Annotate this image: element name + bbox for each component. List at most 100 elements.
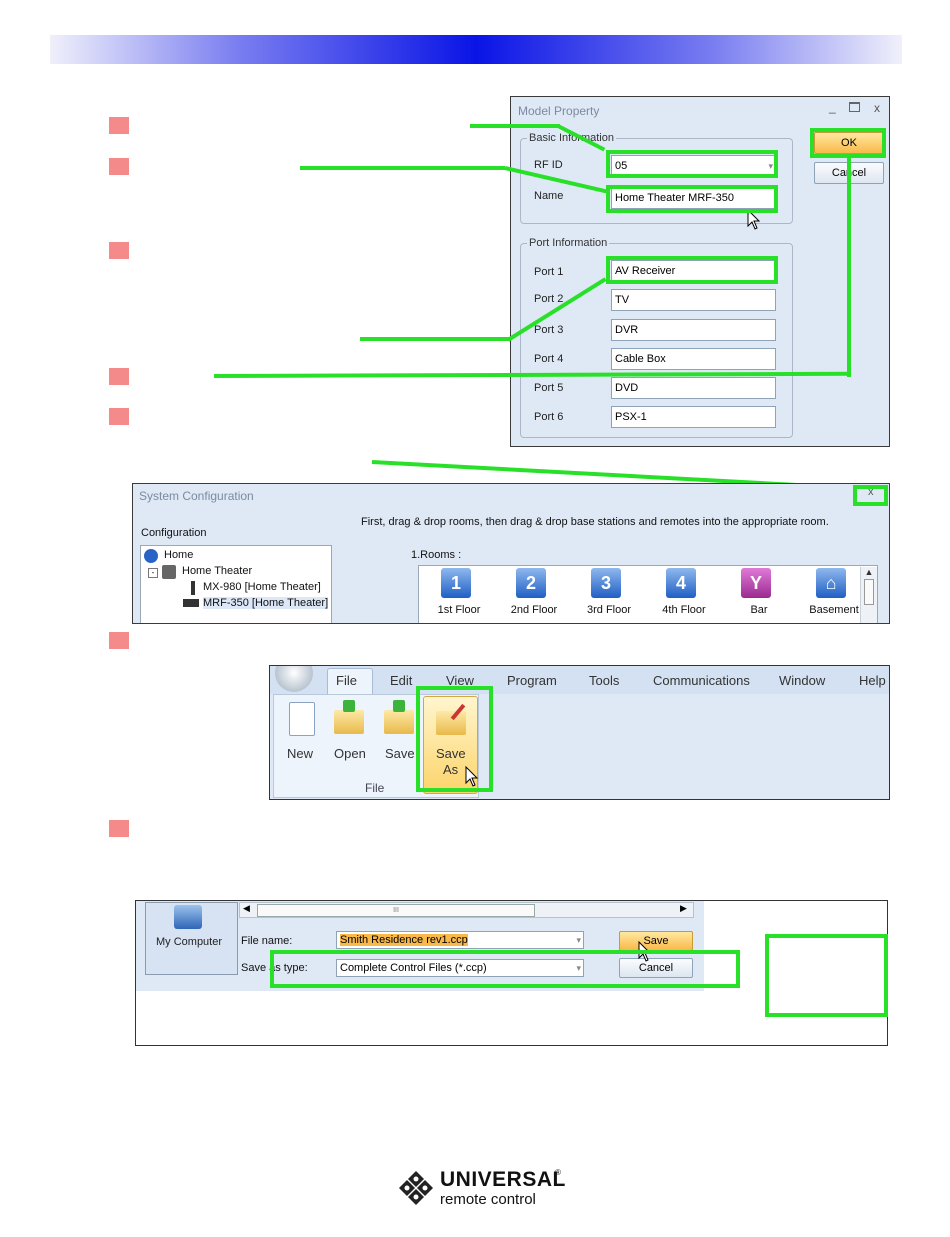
header-gradient-bar — [50, 35, 902, 64]
instruction-text: First, drag & drop rooms, then drag & dr… — [361, 516, 829, 528]
name-label: Name — [534, 190, 564, 202]
computer-icon — [174, 905, 202, 929]
horizontal-scrollbar[interactable]: ◀ III ▶ — [239, 902, 694, 918]
connector-line — [847, 156, 851, 377]
new-button[interactable]: New — [287, 746, 314, 761]
brand-subtitle: remote control — [440, 1191, 536, 1208]
minimize-icon[interactable]: _ — [829, 100, 836, 114]
step-bullet-4 — [109, 368, 129, 385]
room-tile[interactable]: Y — [741, 568, 777, 598]
file-name-value: Smith Residence rev1.ccp — [340, 934, 468, 946]
room-tile[interactable]: 4 — [666, 568, 702, 598]
room-icon: 2 — [516, 568, 546, 598]
save-button[interactable]: Save — [385, 746, 415, 761]
config-tree: Home - Home Theater MX-980 [Home Theater… — [140, 545, 332, 623]
base-station-icon — [183, 599, 199, 607]
step-bullet-2 — [109, 158, 129, 175]
port-input[interactable]: PSX-1 — [611, 406, 776, 428]
new-icon — [289, 702, 315, 736]
highlight-ok — [810, 128, 886, 158]
tab-communications[interactable]: Communications — [653, 673, 750, 688]
tab-program[interactable]: Program — [507, 673, 557, 688]
port-input[interactable]: TV — [611, 289, 776, 311]
tree-item-room[interactable]: Home Theater — [182, 565, 253, 577]
highlight-note-box — [765, 934, 888, 1017]
port-label: Port 1 — [534, 266, 564, 278]
tab-edit[interactable]: Edit — [390, 673, 413, 688]
save-type-select[interactable]: Complete Control Files (*.ccp) ▾ — [336, 959, 584, 977]
save-button[interactable]: Save — [619, 931, 693, 951]
tree-item-home[interactable]: Home — [164, 549, 194, 561]
config-label: Configuration — [141, 527, 207, 539]
ribbon-tab-bar — [270, 666, 889, 694]
save-as-label-2: As — [443, 762, 459, 777]
tab-file[interactable]: File — [336, 673, 357, 688]
registered-mark: ® — [555, 1168, 561, 1177]
vertical-scrollbar[interactable]: ▲ — [860, 567, 877, 623]
tree-item-device[interactable]: MX-980 [Home Theater] — [203, 581, 321, 593]
scroll-thumb[interactable]: III — [257, 904, 535, 917]
port-input[interactable]: DVR — [611, 319, 776, 341]
room-icon — [162, 565, 176, 579]
system-config-window: System Configuration x Configuration Fir… — [132, 483, 890, 624]
room-tile[interactable]: ⌂ — [816, 568, 852, 598]
save-icon — [384, 710, 414, 734]
file-name-input[interactable]: Smith Residence rev1.ccp ▾ — [336, 931, 584, 949]
tab-view[interactable]: View — [446, 673, 474, 688]
home-icon — [144, 549, 158, 563]
rfid-label: RF ID — [534, 159, 563, 171]
maximize-icon[interactable] — [849, 102, 860, 112]
tab-window[interactable]: Window — [779, 673, 826, 688]
collapse-icon[interactable]: - — [148, 568, 158, 578]
port-info-group — [520, 243, 793, 438]
room-tile[interactable]: 2 — [516, 568, 552, 598]
rooms-list: 1 1st Floor 2 2nd Floor 3 3rd Floor 4 4t… — [418, 565, 878, 623]
basement-icon: ⌂ — [816, 568, 846, 598]
room-tile[interactable]: 3 — [591, 568, 627, 598]
save-type-label: Save as type: — [241, 962, 308, 974]
step-bullet-1 — [109, 117, 129, 134]
room-label: Basement — [809, 604, 859, 616]
scroll-up-icon[interactable]: ▲ — [864, 567, 874, 577]
scroll-thumb[interactable] — [864, 579, 874, 605]
ok-button[interactable]: OK — [814, 132, 884, 154]
highlight-name — [606, 185, 778, 213]
chevron-down-icon: ▾ — [576, 935, 581, 945]
port-info-legend: Port Information — [527, 237, 610, 249]
connector-line — [360, 337, 510, 341]
tab-help[interactable]: Help — [859, 673, 886, 688]
highlight-port1 — [606, 256, 778, 284]
cancel-button[interactable]: Cancel — [619, 958, 693, 978]
save-type-value: Complete Control Files (*.ccp) — [340, 962, 487, 974]
step-bullet-7 — [109, 820, 129, 837]
scroll-right-icon[interactable]: ▶ — [680, 903, 687, 913]
scroll-left-icon[interactable]: ◀ — [243, 903, 250, 913]
highlight-close — [853, 485, 888, 506]
close-icon[interactable]: x — [868, 486, 874, 498]
rooms-label: 1.Rooms : — [411, 549, 462, 561]
highlight-save-type — [270, 950, 740, 988]
port-label: Port 4 — [534, 353, 564, 365]
port-input[interactable]: Cable Box — [611, 348, 776, 370]
basic-info-group — [520, 138, 793, 224]
room-icon: 4 — [666, 568, 696, 598]
tab-tools[interactable]: Tools — [589, 673, 620, 688]
my-computer-label: My Computer — [156, 936, 223, 948]
ribbon-window: File Edit View Program Tools Communicati… — [269, 665, 890, 800]
tree-item-device[interactable]: MRF-350 [Home Theater] — [203, 597, 329, 609]
close-icon[interactable]: x — [874, 101, 880, 115]
room-tile[interactable]: 1 — [441, 568, 477, 598]
window-title: System Configuration — [139, 489, 254, 503]
highlight-rfid — [606, 150, 778, 178]
down-arrow-icon — [393, 700, 405, 712]
room-label: 3rd Floor — [586, 604, 632, 616]
room-label: 1st Floor — [437, 604, 481, 616]
port-input[interactable]: DVD — [611, 377, 776, 399]
bar-icon: Y — [741, 568, 771, 598]
step-bullet-5 — [109, 408, 129, 425]
save-as-icon — [436, 711, 466, 735]
cursor-icon — [747, 209, 761, 230]
port-input[interactable]: AV Receiver — [611, 260, 776, 282]
open-button[interactable]: Open — [334, 746, 366, 761]
port-label: Port 6 — [534, 411, 564, 423]
